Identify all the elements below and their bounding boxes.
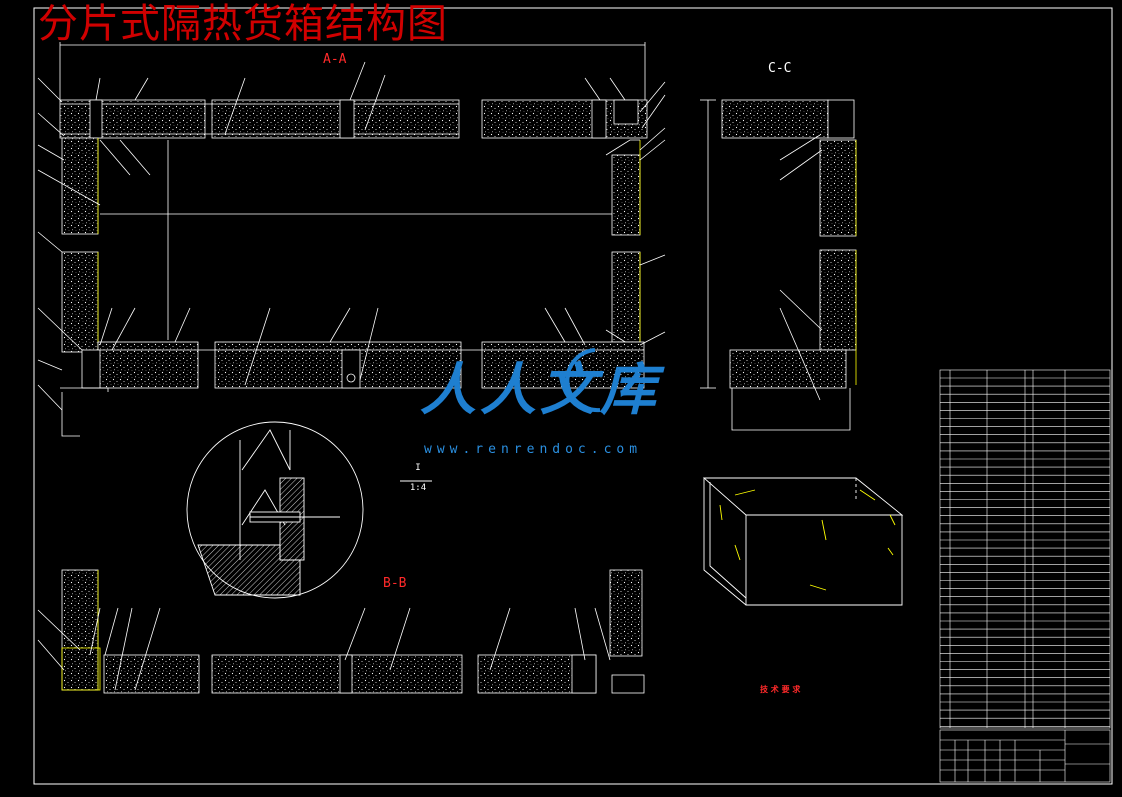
section-label-aa: A-A bbox=[323, 52, 347, 67]
watermark-text: 人人文库 bbox=[420, 358, 660, 423]
section-bb bbox=[37, 569, 645, 694]
section-aa bbox=[37, 42, 716, 437]
title-block bbox=[939, 729, 1111, 783]
drawing-title: 分片式隔热货箱结构图 bbox=[38, 1, 448, 47]
aa-top-panel-1 bbox=[59, 99, 206, 139]
aa-left-wall-lower bbox=[61, 251, 99, 353]
technical-requirements-heading: 技 术 要 求 bbox=[760, 685, 801, 694]
detail-i bbox=[186, 421, 432, 599]
cc-top-panel bbox=[721, 99, 829, 139]
cc-right-wall-upper bbox=[819, 139, 857, 237]
section-cc bbox=[721, 99, 857, 431]
bb-left-wall bbox=[61, 569, 99, 691]
detail-label-bottom: 1:4 bbox=[409, 483, 427, 493]
aa-right-door-lower bbox=[611, 251, 641, 343]
section-label-bb: B-B bbox=[383, 576, 407, 591]
sheet-border bbox=[33, 7, 1113, 785]
parts-list bbox=[939, 369, 1111, 729]
bb-panel-2 bbox=[211, 654, 463, 694]
aa-top-panel-2 bbox=[211, 99, 460, 139]
watermark-logo bbox=[565, 348, 601, 413]
bb-panel-1 bbox=[103, 654, 200, 694]
bb-right-wall bbox=[609, 569, 643, 657]
cc-right-wall-lower bbox=[819, 249, 857, 351]
isometric-box bbox=[702, 477, 904, 606]
cc-bottom-panel bbox=[729, 349, 847, 389]
aa-left-wall-upper bbox=[61, 137, 99, 235]
detail-label-top: I bbox=[415, 463, 421, 473]
watermark-url: www.renrendoc.com bbox=[424, 442, 643, 457]
technical-requirements: 技 术 要 求 bbox=[760, 686, 800, 695]
aa-right-door-upper bbox=[611, 154, 641, 236]
section-label-cc: C-C bbox=[768, 61, 792, 76]
